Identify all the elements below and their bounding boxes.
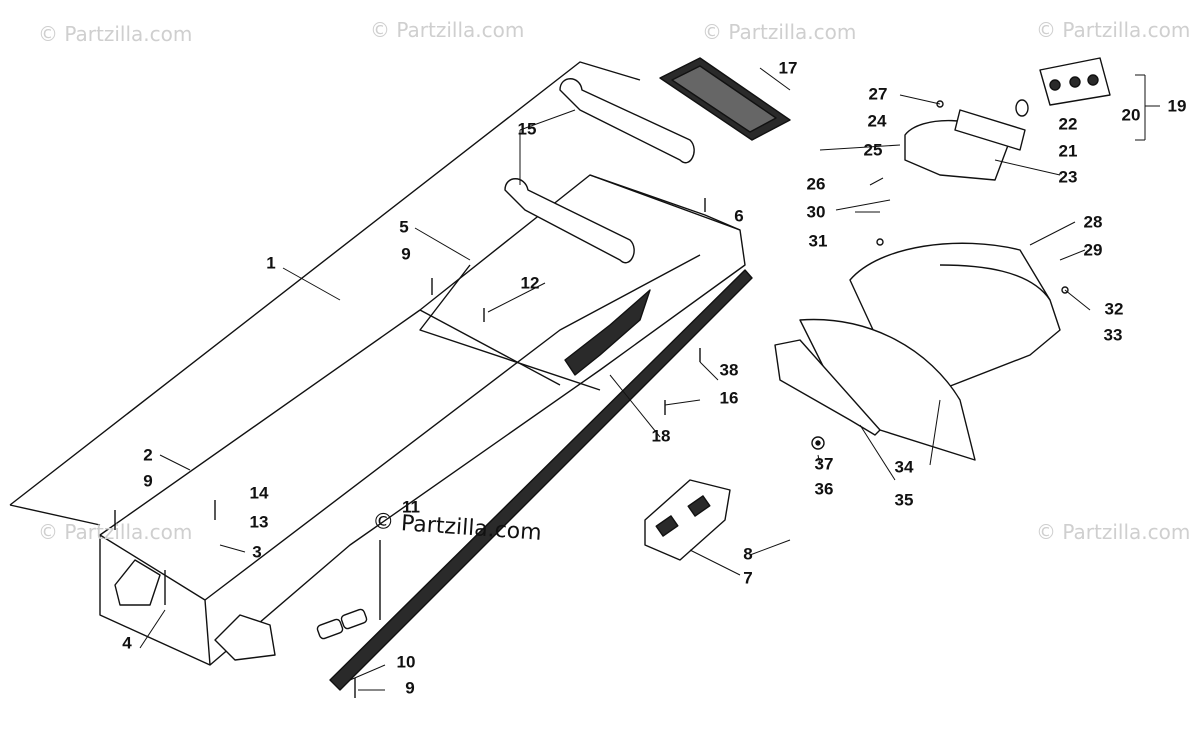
callout-1: 1 (266, 253, 276, 273)
callout-8: 8 (743, 544, 753, 564)
watermark: © Partzilla.com (702, 20, 857, 44)
callout-21: 21 (1058, 141, 1078, 161)
watermark: © Partzilla.com (38, 520, 193, 544)
callout-31: 31 (808, 231, 828, 251)
step-plate (644, 479, 731, 561)
grip-handles (504, 78, 695, 264)
callout-27: 27 (868, 84, 888, 104)
rear-assembly (774, 242, 1061, 461)
callout-32: 32 (1104, 299, 1124, 319)
side-rail (329, 269, 753, 691)
callout-9: 9 (401, 244, 411, 264)
callout-23: 23 (1058, 167, 1078, 187)
callout-6: 6 (734, 206, 744, 226)
decal (659, 57, 791, 141)
callout-11: 11 (402, 497, 420, 517)
callout-7: 7 (743, 568, 753, 588)
callout-24: 24 (867, 111, 887, 131)
callout-2: 2 (143, 445, 153, 465)
callout-3: 3 (252, 542, 262, 562)
callout-20: 20 (1121, 105, 1141, 125)
watermark: © Partzilla.com (1036, 520, 1191, 544)
callout-15: 15 (517, 119, 537, 139)
callout-22: 22 (1058, 114, 1078, 134)
callout-29: 29 (1083, 240, 1103, 260)
callout-17: 17 (778, 58, 798, 78)
callout-33: 33 (1103, 325, 1123, 345)
callout-9: 9 (405, 678, 415, 698)
watermark: © Partzilla.com (38, 22, 193, 46)
callout-14: 14 (249, 483, 269, 503)
leader-lines (139, 67, 1160, 691)
callout-12: 12 (520, 273, 540, 293)
callout-35: 35 (894, 490, 914, 510)
callout-16: 16 (719, 388, 739, 408)
part-1-outline (9, 61, 641, 506)
callout-13: 13 (249, 512, 269, 532)
vent-grille (564, 289, 651, 376)
callout-5: 5 (399, 217, 409, 237)
callout-28: 28 (1083, 212, 1103, 232)
part-1-outline-bottom (9, 504, 101, 526)
callout-36: 36 (814, 479, 834, 499)
callout-34: 34 (894, 457, 914, 477)
callout-26: 26 (806, 174, 826, 194)
callout-38: 38 (719, 360, 739, 380)
tail-light (904, 57, 1111, 181)
callout-25: 25 (863, 140, 883, 160)
callout-19: 19 (1167, 96, 1187, 116)
callout-18: 18 (651, 426, 671, 446)
callout-37: 37 (814, 454, 834, 474)
watermark: © Partzilla.com (1036, 18, 1191, 42)
callout-4: 4 (122, 633, 132, 653)
callout-9: 9 (143, 471, 153, 491)
callout-10: 10 (396, 652, 416, 672)
watermark: © Partzilla.com (370, 18, 525, 42)
tunnel-body (99, 174, 753, 691)
callout-30: 30 (806, 202, 826, 222)
